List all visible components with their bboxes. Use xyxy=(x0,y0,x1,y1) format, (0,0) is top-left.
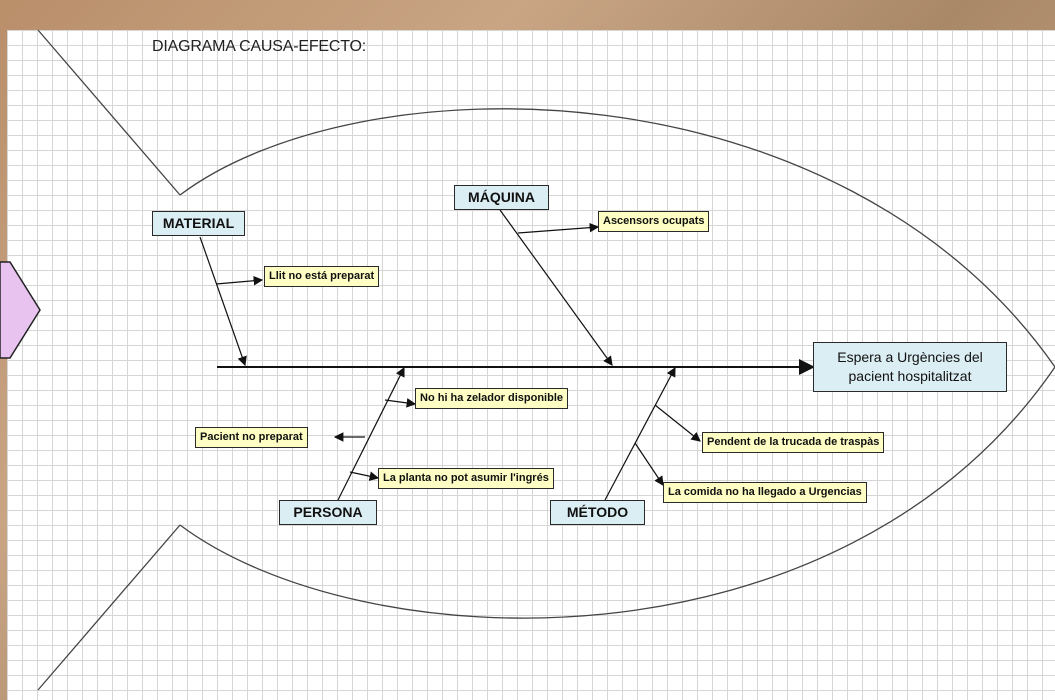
cause-planta: La planta no pot asumir l'ingrés xyxy=(378,468,554,489)
effect-box: Espera a Urgències del pacient hospitali… xyxy=(813,342,1007,392)
cause-pendent: Pendent de la trucada de traspàs xyxy=(702,432,885,453)
cause-zelador: No hi ha zelador disponible xyxy=(415,388,569,409)
cause-ascensors: Ascensors ocupats xyxy=(598,211,710,232)
diagram-title: DIAGRAMA CAUSA-EFECTO: xyxy=(152,38,367,55)
cause-llit: Llit no está preparat xyxy=(264,266,380,287)
category-persona: PERSONA xyxy=(279,500,377,525)
category-material: MATERIAL xyxy=(152,211,245,236)
category-maquina: MÁQUINA xyxy=(454,185,549,210)
cause-pacient: Pacient no preparat xyxy=(195,427,308,448)
cause-comida: La comida no ha llegado a Urgencias xyxy=(663,482,867,503)
category-metodo: MÉTODO xyxy=(550,500,645,525)
chevron-arrow-shape xyxy=(0,261,41,359)
